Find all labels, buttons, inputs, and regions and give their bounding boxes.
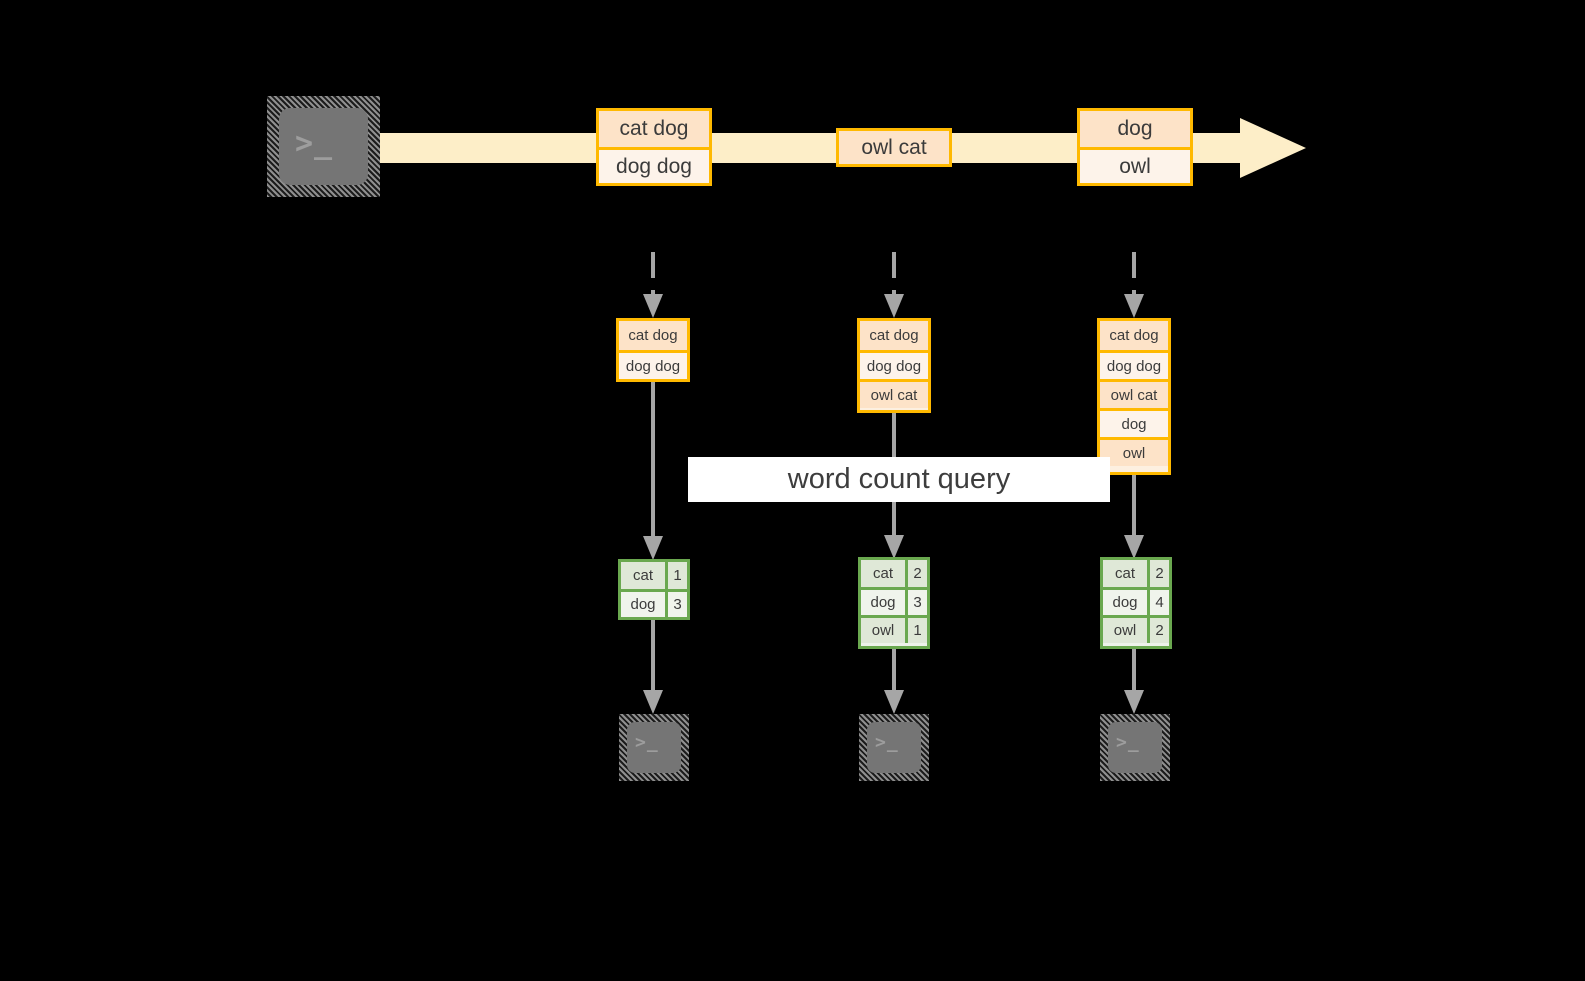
terminal-screen [1108,722,1162,773]
sink-terminal-icon[interactable]: >_ [619,714,689,781]
stream-record-row: cat dog [599,111,709,147]
sink-terminal-icon[interactable]: >_ [859,714,929,781]
stream-record-group[interactable]: cat dog dog dog [596,108,712,186]
snapshot-row: cat dog [619,321,687,350]
result-row: owl 1 [861,615,927,643]
terminal-prompt-glyph: >_ [295,126,334,161]
snapshot-row: cat dog [1100,321,1168,350]
snapshot-table[interactable]: cat dog dog dog [616,318,690,382]
result-count: 3 [908,590,927,615]
snapshot-row: dog dog [860,350,928,379]
snapshot-row: owl cat [1100,379,1168,408]
snapshot-table[interactable]: cat dog dog dog owl cat dog owl [1097,318,1171,475]
terminal-screen [279,108,368,185]
result-to-sink-connector [1124,649,1144,714]
stream-to-snapshot-connector [1124,252,1144,318]
result-word: cat [621,562,668,589]
stream-record-row: dog [1080,111,1190,147]
snapshot-row: dog [1100,408,1168,437]
result-word: dog [861,590,908,615]
result-count: 4 [1150,590,1169,615]
result-word: owl [1103,618,1150,643]
terminal-prompt-glyph: >_ [1116,732,1140,753]
snapshot-row: cat dog [860,321,928,350]
result-row: dog 4 [1103,587,1169,615]
stream-record-group[interactable]: owl cat [836,128,952,167]
result-word: cat [1103,560,1150,587]
snapshot-row: owl [1100,437,1168,466]
result-word: owl [861,618,908,643]
result-row: cat 2 [861,560,927,587]
result-table[interactable]: cat 1 dog 3 [618,559,690,620]
result-row: owl 2 [1103,615,1169,643]
result-to-sink-connector [884,649,904,714]
result-count: 1 [908,618,927,643]
result-word: dog [1103,590,1150,615]
terminal-screen [627,722,681,773]
stream-record-row: owl [1080,147,1190,183]
result-count: 2 [1150,618,1169,643]
result-count: 2 [1150,560,1169,587]
result-row: dog 3 [861,587,927,615]
snapshot-to-result-connector [643,382,663,560]
stream-record-group[interactable]: dog owl [1077,108,1193,186]
result-word: dog [621,592,668,617]
stream-to-snapshot-connector [643,252,663,318]
result-row: cat 1 [621,562,687,589]
sink-terminal-icon[interactable]: >_ [1100,714,1170,781]
result-count: 2 [908,560,927,587]
query-label: word count query [688,457,1110,502]
snapshot-table[interactable]: cat dog dog dog owl cat [857,318,931,413]
result-row: dog 3 [621,589,687,617]
source-terminal-icon[interactable]: >_ [267,96,380,197]
snapshot-row: dog dog [1100,350,1168,379]
stream-to-snapshot-connector [884,252,904,318]
result-to-sink-connector [643,620,663,714]
stream-record-row: owl cat [839,131,949,164]
snapshot-row: owl cat [860,379,928,408]
result-table[interactable]: cat 2 dog 3 owl 1 [858,557,930,649]
stream-record-row: dog dog [599,147,709,183]
result-count: 3 [668,592,687,617]
snapshot-to-result-connector [1124,475,1144,559]
terminal-prompt-glyph: >_ [875,732,899,753]
result-count: 1 [668,562,687,589]
terminal-prompt-glyph: >_ [635,732,659,753]
snapshot-row: dog dog [619,350,687,379]
result-word: cat [861,560,908,587]
terminal-screen [867,722,921,773]
result-table[interactable]: cat 2 dog 4 owl 2 [1100,557,1172,649]
result-row: cat 2 [1103,560,1169,587]
